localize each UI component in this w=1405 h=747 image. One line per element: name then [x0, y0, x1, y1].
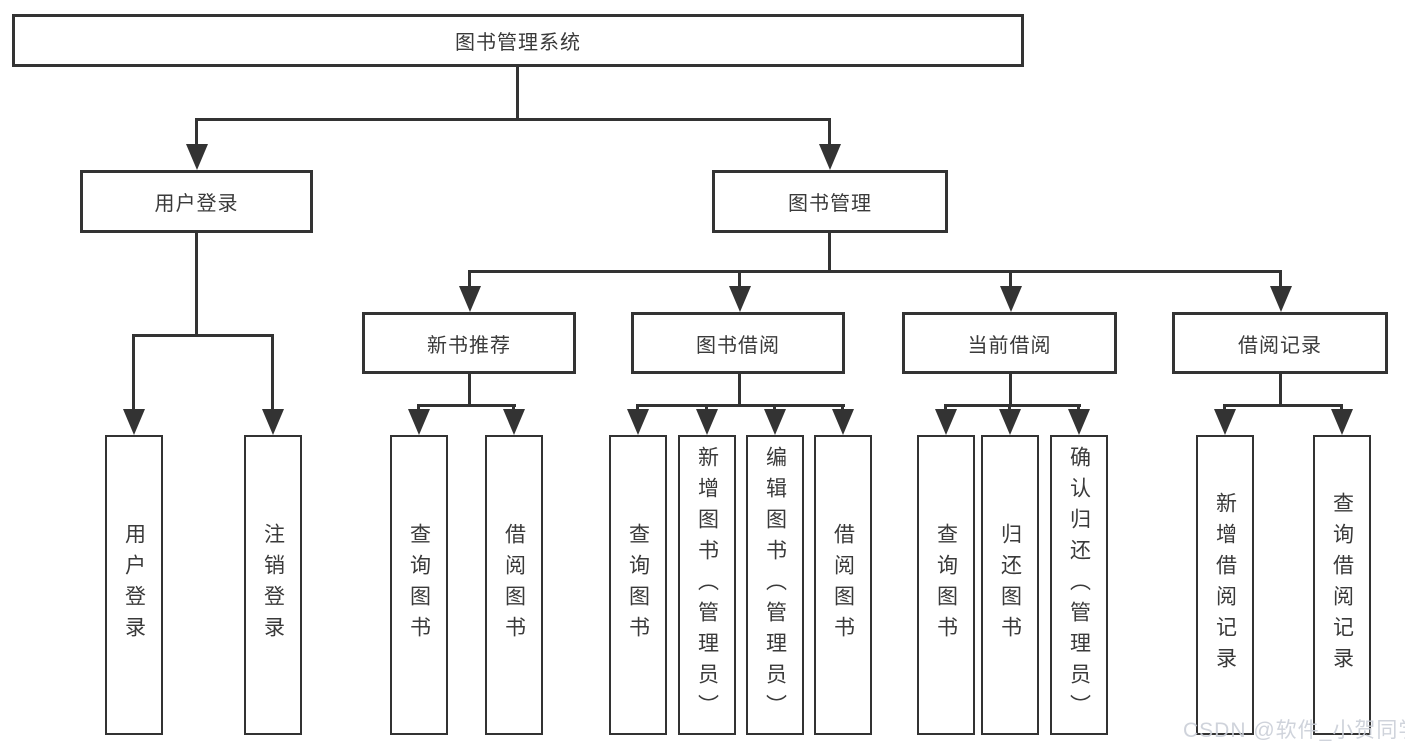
- node-label: 图书借阅: [696, 334, 780, 357]
- leaf-label: 查询图书: [626, 523, 650, 647]
- connector-current-borrow-rail: [944, 404, 1081, 407]
- connector-book-borrow-rail: [636, 404, 845, 407]
- connector-book-borrow-stem: [738, 372, 741, 406]
- connector-drop-leaf: [271, 334, 274, 411]
- arrowhead-icon: [503, 409, 525, 435]
- node-root: 图书管理系统: [12, 14, 1024, 67]
- connector-root-stem: [516, 65, 519, 120]
- leaf-label: 借阅图书: [831, 523, 855, 647]
- leaf-add-borrow-record: 新增借阅记录: [1196, 435, 1254, 735]
- connector-drop-leaf: [1008, 404, 1011, 411]
- leaf-label: 新增图书（管理员）: [695, 445, 719, 725]
- leaf-user-login: 用户登录: [105, 435, 163, 735]
- node-user-login: 用户登录: [80, 170, 313, 233]
- connector-book-management-stem: [828, 231, 831, 272]
- arrowhead-icon: [1214, 409, 1236, 435]
- arrowhead-icon: [408, 409, 430, 435]
- leaf-label: 新增借阅记录: [1213, 492, 1237, 678]
- connector-drop-new-book: [468, 270, 471, 288]
- leaf-label: 查询图书: [934, 523, 958, 647]
- arrowhead-icon: [459, 286, 481, 312]
- connector-drop-leaf: [773, 404, 776, 411]
- leaf-label: 查询图书: [407, 523, 431, 647]
- connector-drop-leaf: [417, 404, 420, 411]
- leaf-query-books-recommend: 查询图书: [390, 435, 448, 735]
- arrowhead-icon: [123, 409, 145, 435]
- node-borrowing-records: 借阅记录: [1172, 312, 1388, 374]
- leaf-label: 借阅图书: [502, 523, 526, 647]
- connector-drop-borrow-records: [1279, 270, 1282, 288]
- arrowhead-icon: [729, 286, 751, 312]
- node-book-management: 图书管理: [712, 170, 948, 233]
- node-label: 当前借阅: [967, 334, 1052, 357]
- leaf-add-book-admin: 新增图书（管理员）: [678, 435, 736, 735]
- leaf-borrow-books-recommend: 借阅图书: [485, 435, 543, 735]
- leaf-query-books-borrow: 查询图书: [609, 435, 667, 735]
- arrowhead-icon: [832, 409, 854, 435]
- arrowhead-icon: [627, 409, 649, 435]
- arrowhead-icon: [1068, 409, 1090, 435]
- node-label: 用户登录: [154, 193, 239, 215]
- arrowhead-icon: [935, 409, 957, 435]
- node-label: 图书管理系统: [455, 32, 581, 54]
- leaf-confirm-return-admin: 确认归还（管理员）: [1050, 435, 1108, 735]
- arrowhead-icon: [764, 409, 786, 435]
- node-label: 图书管理: [788, 193, 872, 215]
- connector-drop-leaf: [636, 404, 639, 411]
- connector-new-book-rail: [417, 404, 516, 407]
- connector-drop-leaf: [132, 334, 135, 411]
- leaf-edit-book-admin: 编辑图书（管理员）: [746, 435, 804, 735]
- connector-drop-leaf: [1077, 404, 1080, 411]
- connector-borrow-records-rail: [1223, 404, 1343, 407]
- connector-level2-rail: [195, 118, 831, 121]
- leaf-query-books-current: 查询图书: [917, 435, 975, 735]
- connector-drop-leaf: [944, 404, 947, 411]
- connector-drop-leaf: [705, 404, 708, 411]
- arrowhead-icon: [1331, 409, 1353, 435]
- connector-drop-leaf: [841, 404, 844, 411]
- node-book-borrowing: 图书借阅: [631, 312, 845, 374]
- node-new-book-recommendation: 新书推荐: [362, 312, 576, 374]
- connector-drop-leaf: [1340, 404, 1343, 411]
- arrowhead-icon: [819, 144, 841, 170]
- leaf-borrow-books-borrow: 借阅图书: [814, 435, 872, 735]
- connector-borrow-records-stem: [1279, 372, 1282, 406]
- connector-user-login-stem: [195, 231, 198, 337]
- connector-level3-rail: [468, 270, 1282, 273]
- connector-drop-leaf: [1223, 404, 1226, 411]
- arrowhead-icon: [999, 409, 1021, 435]
- arrowhead-icon: [1000, 286, 1022, 312]
- node-label: 借阅记录: [1238, 334, 1322, 357]
- connector-drop-current-borrow: [1009, 270, 1012, 288]
- leaf-query-borrow-record: 查询借阅记录: [1313, 435, 1371, 735]
- connector-drop-leaf: [512, 404, 515, 411]
- connector-drop-book-management: [828, 118, 831, 146]
- leaf-label: 用户登录: [122, 523, 146, 647]
- leaf-return-books: 归还图书: [981, 435, 1039, 735]
- leaf-label: 确认归还（管理员）: [1067, 445, 1091, 725]
- connector-drop-book-borrow: [738, 270, 741, 288]
- arrowhead-icon: [1270, 286, 1292, 312]
- leaf-label: 归还图书: [998, 523, 1022, 647]
- node-label: 新书推荐: [427, 334, 511, 357]
- node-current-borrowing: 当前借阅: [902, 312, 1117, 374]
- arrowhead-icon: [696, 409, 718, 435]
- watermark: CSDN @软件_小贺同学: [1183, 719, 1405, 742]
- leaf-label: 查询借阅记录: [1330, 492, 1354, 678]
- connector-new-book-stem: [468, 372, 471, 406]
- connector-current-borrow-stem: [1009, 372, 1012, 406]
- arrowhead-icon: [262, 409, 284, 435]
- arrowhead-icon: [186, 144, 208, 170]
- leaf-label: 注销登录: [261, 523, 285, 647]
- connector-drop-user-login: [195, 118, 198, 146]
- connector-user-login-rail: [132, 334, 274, 337]
- leaf-label: 编辑图书（管理员）: [763, 445, 787, 725]
- leaf-logout: 注销登录: [244, 435, 302, 735]
